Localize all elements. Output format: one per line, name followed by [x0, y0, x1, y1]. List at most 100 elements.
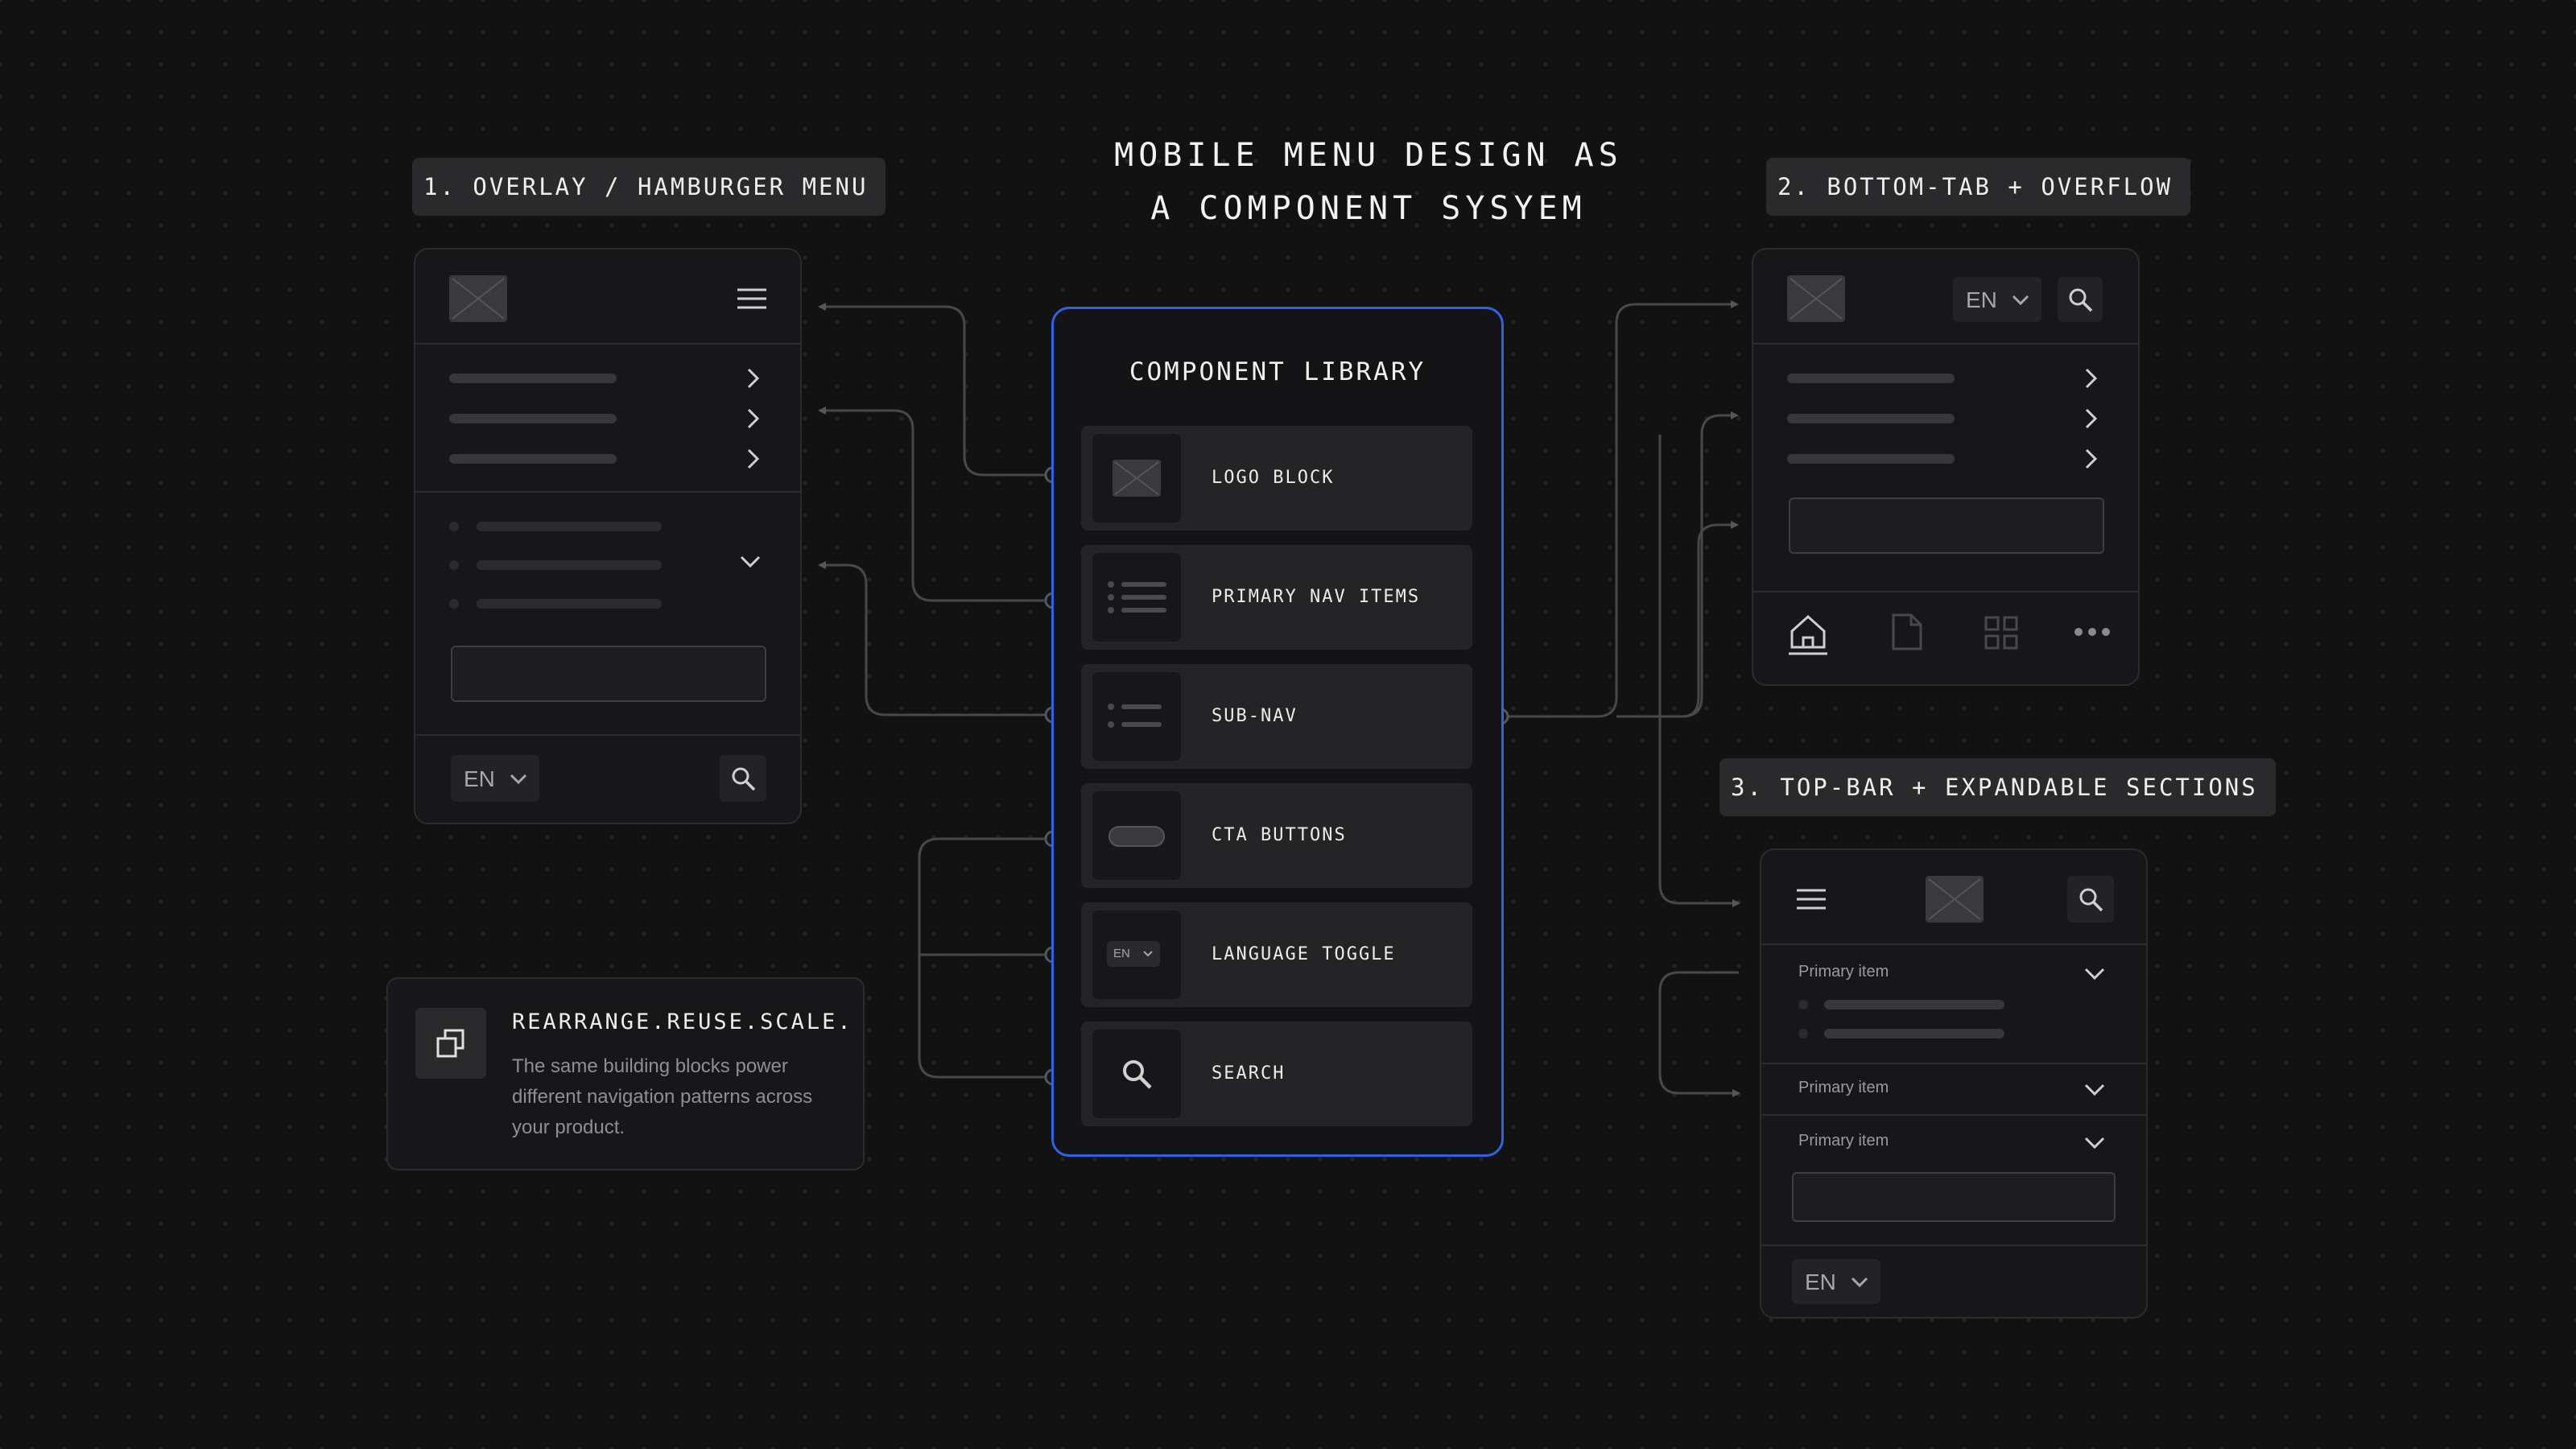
component-label: LANGUAGE TOGGLE — [1212, 944, 1396, 964]
nav-item-placeholder[interactable] — [449, 454, 617, 464]
divider — [415, 734, 800, 736]
sub-nav-bullet — [449, 599, 459, 609]
sub-nav-bullet — [449, 560, 459, 570]
sub-nav-item-placeholder[interactable] — [477, 522, 662, 531]
language-toggle[interactable]: EN — [1792, 1259, 1880, 1304]
chevron-down-icon[interactable] — [739, 554, 762, 570]
language-toggle[interactable]: EN — [1953, 277, 2041, 322]
divider — [1761, 1063, 2146, 1064]
logo-placeholder-icon — [1113, 460, 1161, 497]
pattern-3-label: 3. TOP-BAR + EXPANDABLE SECTIONS — [1719, 758, 2276, 816]
search-icon — [2079, 888, 2103, 912]
primary-item-label[interactable]: Primary item — [1798, 1132, 1889, 1150]
sub-nav-item-placeholder[interactable] — [477, 560, 662, 570]
nav-item-placeholder[interactable] — [449, 414, 617, 423]
connector-to-bottom-tab-logo — [1501, 300, 1739, 718]
component-logo-block[interactable]: LOGO BLOCK — [1081, 426, 1472, 530]
chevron-down-icon — [510, 774, 527, 785]
component-label: LOGO BLOCK — [1212, 468, 1335, 488]
component-language-toggle[interactable]: EN LANGUAGE TOGGLE — [1081, 902, 1472, 1007]
nav-item-placeholder[interactable] — [1787, 454, 1955, 464]
component-search[interactable]: SEARCH — [1081, 1022, 1472, 1126]
component-primary-nav-items[interactable]: PRIMARY NAV ITEMS — [1081, 545, 1472, 650]
chevron-right-icon — [747, 368, 760, 389]
search-button[interactable] — [720, 755, 766, 802]
search-button[interactable] — [2067, 876, 2114, 923]
chevron-down-icon[interactable] — [2083, 1082, 2106, 1098]
component-cta-buttons[interactable]: CTA BUTTONS — [1081, 783, 1472, 888]
component-icon-box — [1092, 672, 1181, 761]
sub-nav-bullet — [449, 522, 459, 531]
sub-item-bullet — [1798, 1029, 1808, 1038]
component-label: CTA BUTTONS — [1212, 825, 1347, 845]
nav-item-placeholder[interactable] — [449, 374, 617, 383]
bottom-tab-mockup: EN — [1752, 248, 2140, 686]
logo-placeholder-icon — [1928, 878, 1981, 920]
pill-button-icon — [1108, 826, 1165, 847]
connector-logo-to-overlay — [818, 303, 1053, 477]
pattern-2-label: 2. BOTTOM-TAB + OVERFLOW — [1766, 158, 2191, 216]
cta-button-placeholder[interactable] — [1789, 497, 2104, 554]
logo-placeholder-icon — [452, 278, 505, 320]
search-button[interactable] — [2058, 277, 2103, 322]
info-card: REARRANGE.REUSE.SCALE. The same building… — [386, 977, 865, 1170]
logo-placeholder — [1926, 876, 1984, 923]
divider — [1753, 591, 2138, 592]
chevron-right-icon — [2085, 448, 2098, 469]
cta-button-placeholder[interactable] — [451, 646, 766, 702]
language-value: EN — [1805, 1269, 1836, 1294]
page-title-line-1: MOBILE MENU DESIGN AS — [1114, 137, 1623, 174]
search-icon — [1123, 1060, 1152, 1089]
hamburger-icon[interactable] — [736, 287, 768, 311]
connector-to-bottom-tab-nav — [1616, 411, 1739, 718]
sub-nav-item-placeholder[interactable] — [477, 599, 662, 609]
connector-bracket — [918, 837, 1053, 1079]
home-icon[interactable] — [1787, 612, 1829, 657]
page-title-line-2: A COMPONENT SYSYEM — [1150, 190, 1587, 227]
cta-button-placeholder[interactable] — [1792, 1172, 2116, 1222]
component-icon-box — [1092, 434, 1181, 522]
chevron-down-icon — [1851, 1277, 1868, 1288]
language-chip-text: EN — [1113, 947, 1130, 960]
page-title: MOBILE MENU DESIGN AS A COMPONENT SYSYEM — [966, 129, 1771, 235]
copy-icon — [436, 1029, 464, 1058]
chevron-right-icon — [2085, 368, 2098, 389]
nav-item-placeholder[interactable] — [1787, 414, 1955, 423]
language-value: EN — [464, 766, 495, 791]
component-icon-box: EN — [1092, 910, 1181, 999]
component-label: SUB-NAV — [1212, 706, 1298, 726]
primary-item-label[interactable]: Primary item — [1798, 1079, 1889, 1096]
nav-item-placeholder[interactable] — [1787, 374, 1955, 383]
connector-subnav-to-overlay — [818, 561, 1053, 716]
primary-item-label[interactable]: Primary item — [1798, 963, 1889, 980]
component-icon-box — [1092, 553, 1181, 642]
divider — [1761, 1245, 2146, 1246]
info-body: The same building blocks power different… — [512, 1055, 813, 1138]
chevron-down-icon[interactable] — [2083, 966, 2106, 982]
divider — [1761, 1114, 2146, 1116]
search-icon — [732, 767, 756, 791]
divider — [1761, 943, 2146, 945]
hamburger-icon[interactable] — [1795, 887, 1827, 911]
chevron-down-icon[interactable] — [2083, 1135, 2106, 1151]
more-icon[interactable] — [2074, 626, 2111, 638]
chevron-right-icon — [747, 448, 760, 469]
logo-placeholder — [449, 275, 507, 322]
list-icon — [1108, 581, 1166, 613]
list-icon — [1108, 704, 1162, 728]
component-library-title: COMPONENT LIBRARY — [1129, 357, 1426, 386]
component-label: SEARCH — [1212, 1063, 1286, 1084]
connector-to-top-bar-items — [1658, 971, 1740, 1097]
language-toggle[interactable]: EN — [451, 755, 539, 802]
language-value: EN — [1966, 287, 1997, 312]
grid-icon[interactable] — [1984, 615, 2019, 650]
document-icon[interactable] — [1890, 612, 1924, 652]
component-sub-nav[interactable]: SUB-NAV — [1081, 664, 1472, 769]
sub-item-placeholder[interactable] — [1824, 1000, 2004, 1009]
overlay-menu-mockup: EN — [414, 248, 802, 824]
sub-item-placeholder[interactable] — [1824, 1029, 2004, 1038]
divider — [415, 343, 800, 345]
chevron-right-icon — [2085, 408, 2098, 429]
logo-placeholder-icon — [1790, 278, 1843, 320]
chevron-right-icon — [747, 408, 760, 429]
